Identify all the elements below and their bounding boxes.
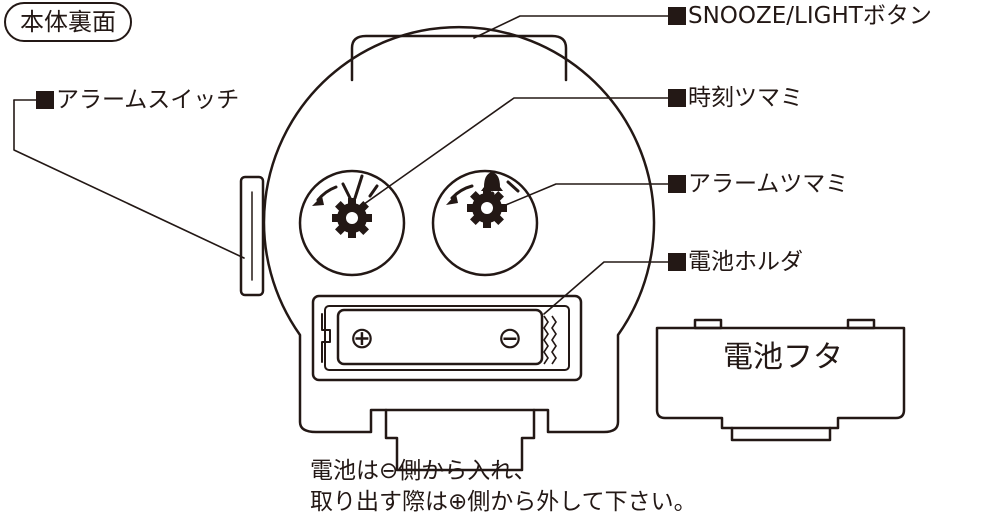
battery-compartment [311, 294, 583, 382]
arrow-left-icon [316, 185, 338, 202]
instruction-line-2: 取り出す際は⊕側から外して下さい。 [310, 489, 697, 515]
leader-snooze [473, 15, 669, 39]
battery-shape [336, 308, 544, 366]
battery-lid-shape [655, 326, 906, 430]
gear-icon [467, 188, 507, 228]
gear-icon [332, 198, 372, 238]
battery-lid-label: 電池フタ [723, 340, 843, 375]
alarm-knob-dial [431, 169, 539, 277]
leader-alarm-switch [13, 99, 245, 259]
leader-alarm-knob [488, 183, 669, 213]
callout-alarm-switch: アラームスイッチ [36, 86, 239, 114]
snooze-light-button-shape [350, 34, 568, 82]
alarm-switch-shape [239, 175, 265, 297]
bullet-icon [36, 91, 54, 109]
bullet-icon [668, 7, 686, 25]
battery-minus-symbol: ⊖ [497, 321, 522, 356]
battery-plus-symbol: ⊕ [349, 321, 374, 356]
instruction-line-1: 電池は⊖側から入れ、 [310, 458, 537, 484]
callout-battery-holder: 電池ホルダ [668, 248, 803, 276]
clock-stand [384, 408, 536, 472]
callout-alarm-knob: アラームツマミ [668, 170, 848, 198]
time-knob-markings [316, 174, 379, 202]
leader-battery-holder [543, 261, 669, 315]
page-title: 本体裏面 [4, 2, 132, 42]
bullet-icon [668, 89, 686, 107]
time-knob-dial [298, 169, 406, 277]
battery-instructions: 電池は⊖側から入れ、 取り出す際は⊕側から外して下さい。 [310, 456, 697, 518]
callout-time-knob: 時刻ツマミ [668, 84, 803, 112]
leader-time-knob [349, 97, 669, 215]
clock-body-outline [262, 25, 656, 434]
spring-icon [543, 315, 557, 365]
bullet-icon [668, 175, 686, 193]
callout-snooze-light: SNOOZE/LIGHTボタン [668, 2, 932, 30]
bell-icon [481, 172, 503, 191]
bullet-icon [668, 253, 686, 271]
